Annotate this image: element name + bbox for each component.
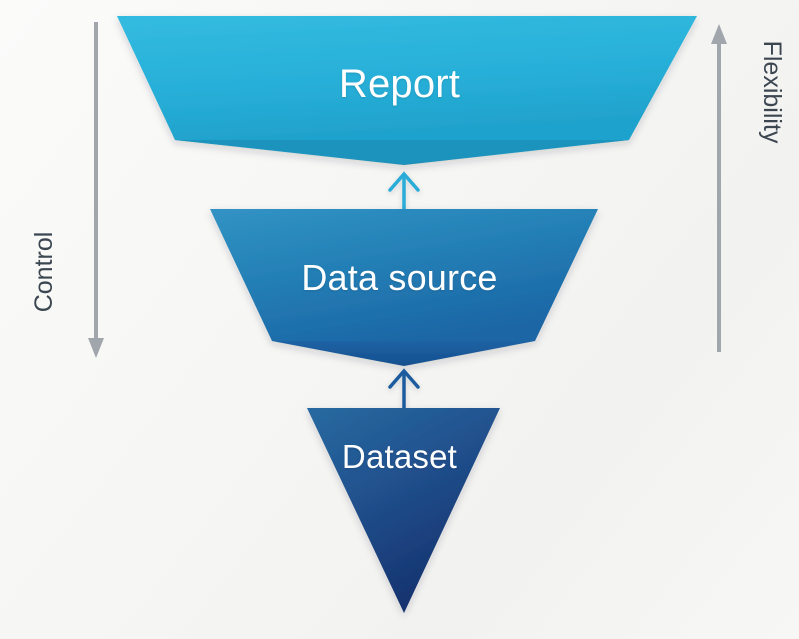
connector-dataset-to-data-source xyxy=(388,368,420,410)
dataset-triangle xyxy=(307,408,500,613)
funnel-level-data-source[interactable] xyxy=(210,209,598,366)
flexibility-arrowhead-up-icon xyxy=(711,24,727,44)
connector-data-source-to-report xyxy=(388,171,420,213)
arrowhead-up-icon xyxy=(388,171,420,192)
control-arrowhead-down-icon xyxy=(88,338,104,358)
axis-flexibility xyxy=(711,24,727,352)
report-trapezoid xyxy=(117,16,697,140)
data-source-shadow-wedge xyxy=(272,341,535,366)
arrowhead-up-icon xyxy=(388,368,420,389)
report-shadow-wedge-body xyxy=(175,140,629,164)
axis-control xyxy=(88,22,104,358)
funnel-level-dataset[interactable] xyxy=(307,408,500,613)
funnel-level-report[interactable] xyxy=(117,16,697,165)
data-source-trapezoid xyxy=(210,209,598,341)
